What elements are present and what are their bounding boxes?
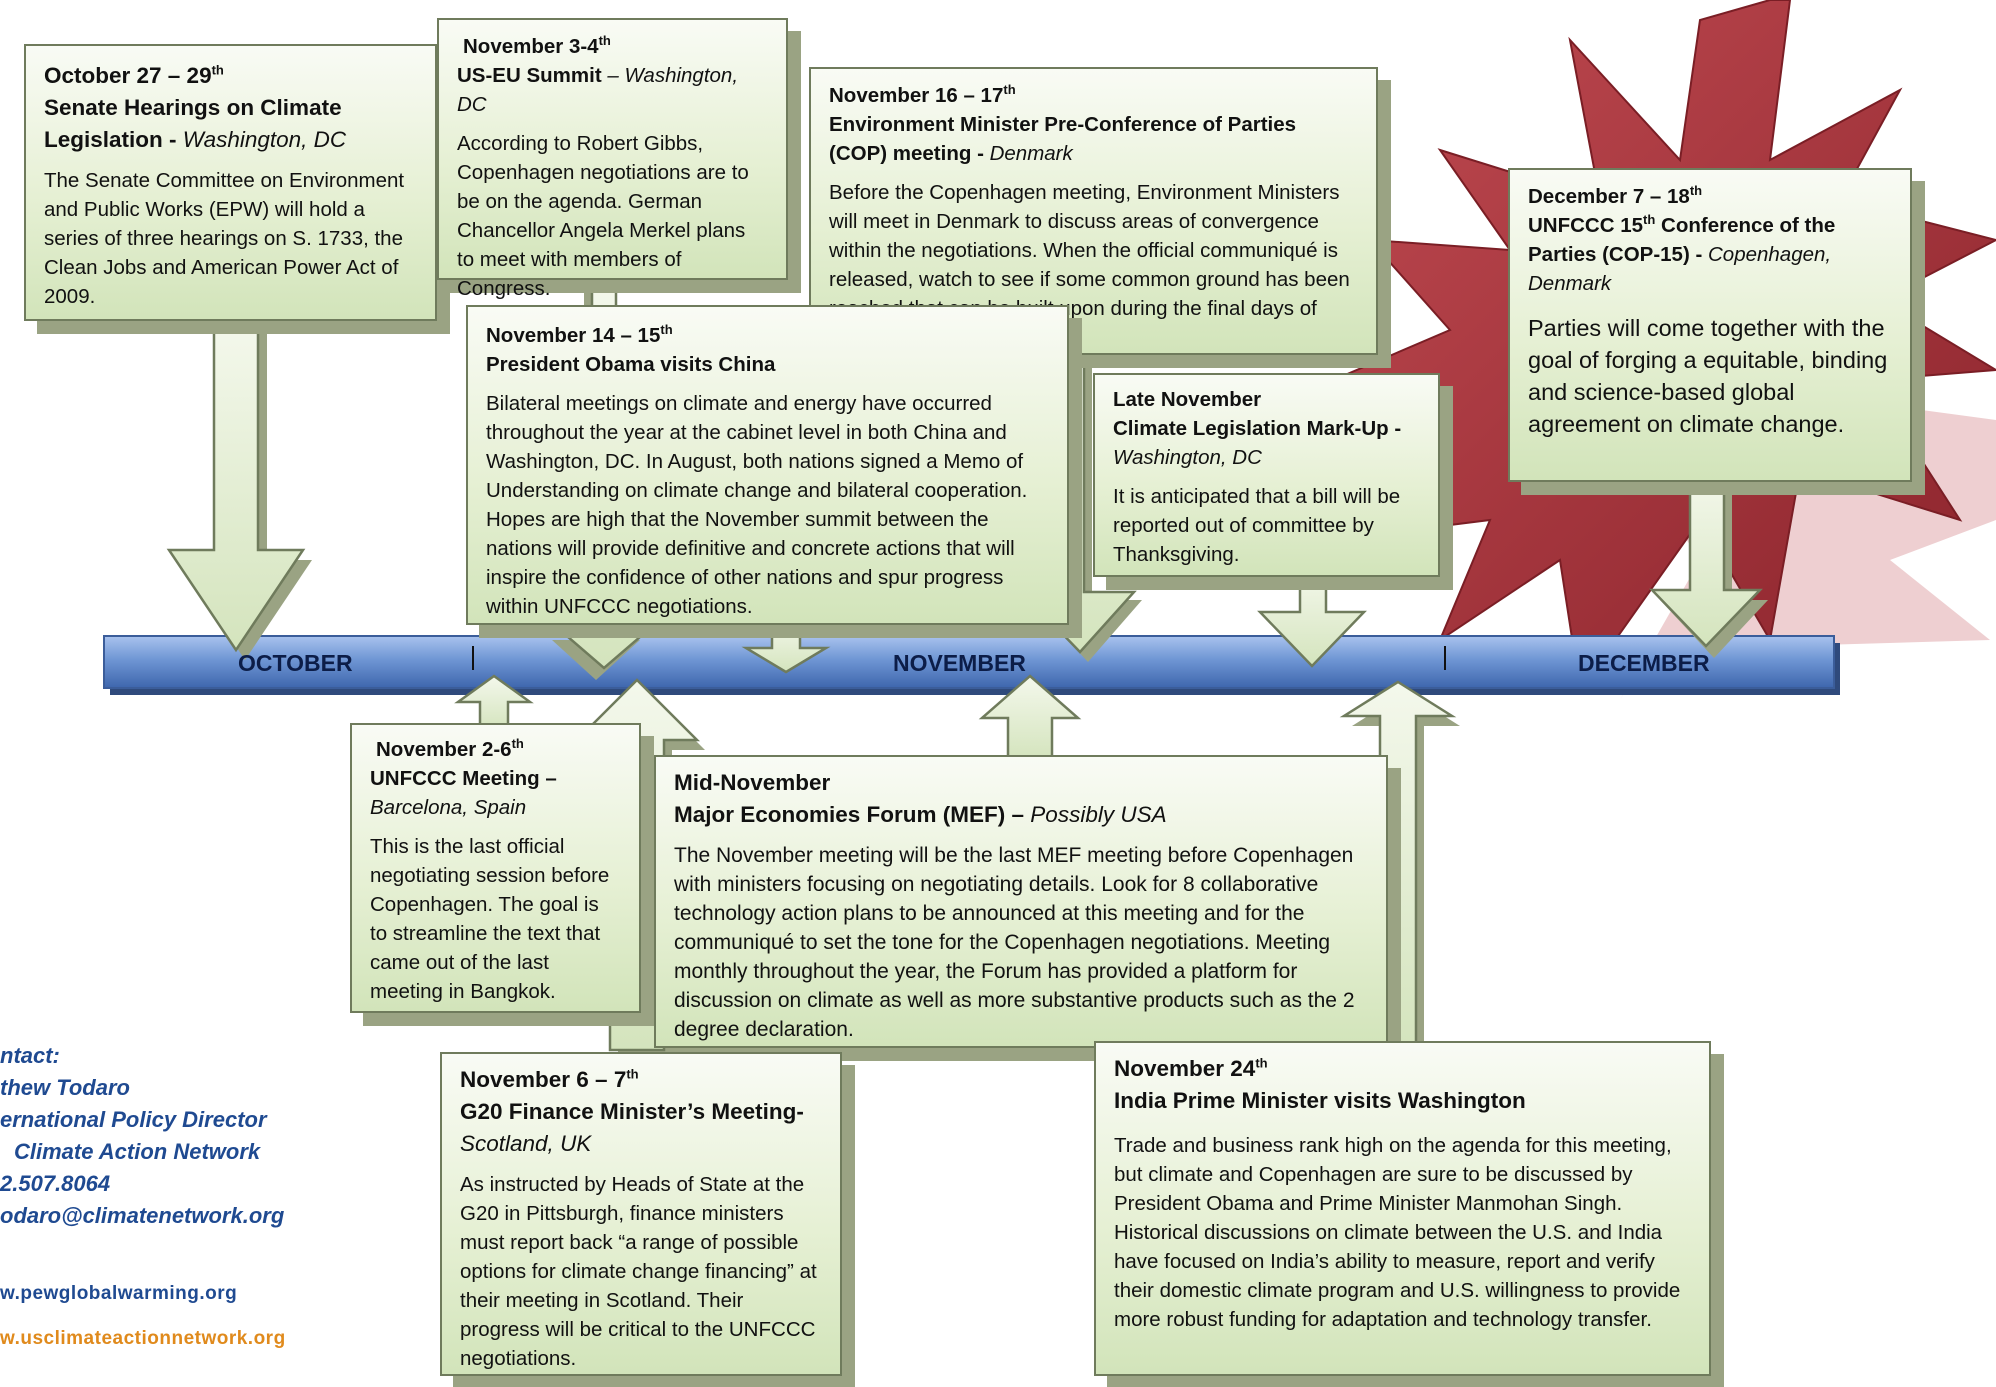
event-date: November 3-4 — [463, 35, 599, 58]
contact-role: ernational Policy Director — [0, 1107, 267, 1132]
arrow-dec7 — [1649, 470, 1768, 658]
event-title: President Obama visits China — [486, 353, 776, 376]
event-card-us-eu-summit: November 3-4th US-EU Summit – Washington… — [437, 18, 788, 300]
event-title: Climate Legislation Mark-Up - — [1113, 417, 1402, 440]
event-description: Parties will come together with the goal… — [1528, 315, 1888, 437]
date-suffix: th — [511, 736, 524, 752]
contact-block: ntact: thew Todaro ernational Policy Dir… — [0, 1040, 284, 1232]
date-suffix: th — [1689, 183, 1703, 199]
event-date: November 14 – 15 — [486, 324, 661, 347]
event-card-india-pm: November 24th India Prime Minister visit… — [1094, 1041, 1711, 1376]
contact-email-link[interactable]: odaro@climatenetwork.org — [0, 1203, 285, 1228]
date-suffix: th — [660, 322, 673, 338]
event-date: Mid-November — [674, 770, 831, 795]
event-description: It is anticipated that a bill will be re… — [1113, 485, 1401, 566]
arrow-late-nov — [1257, 568, 1367, 668]
event-card-mef: Mid-November Major Economies Forum (MEF)… — [654, 755, 1388, 1048]
arrow-oct27 — [166, 321, 312, 660]
website-link-uscan[interactable]: w.usclimateactionnetwork.org — [0, 1328, 286, 1349]
date-suffix: th — [598, 33, 611, 49]
date-suffix: th — [1003, 82, 1016, 98]
contact-phone: 2.507.8064 — [0, 1171, 111, 1196]
event-title: India Prime Minister visits Washington — [1114, 1088, 1526, 1113]
event-location: – Washington, DC — [457, 64, 739, 116]
event-date: November 16 – 17 — [829, 84, 1004, 107]
month-december: DECEMBER — [1578, 650, 1710, 676]
event-date: November 24 — [1114, 1056, 1256, 1081]
event-location: Denmark — [989, 142, 1073, 165]
event-date: December 7 – 18 — [1528, 185, 1690, 208]
title-suffix: th — [1643, 212, 1656, 228]
event-location: Scotland, UK — [460, 1131, 592, 1156]
website-link-pew[interactable]: w.pewglobalwarming.org — [0, 1283, 238, 1304]
event-card-mark-up: Late November Climate Legislation Mark-U… — [1093, 373, 1440, 577]
event-location: Barcelona, Spain — [370, 796, 527, 819]
event-description: This is the last official negotiating se… — [370, 835, 610, 1003]
event-description: The Senate Committee on Environment and … — [44, 169, 405, 308]
event-location: Copenhagen, Denmark — [1528, 243, 1832, 295]
date-suffix: th — [211, 62, 224, 78]
event-date: October 27 – 29 — [44, 63, 212, 88]
event-location: Washington, DC — [182, 127, 347, 152]
event-description: Trade and business rank high on the agen… — [1114, 1134, 1681, 1331]
event-description: The November meeting will be the last ME… — [674, 844, 1355, 1041]
contact-org: Climate Action Network — [14, 1139, 261, 1164]
event-card-senate-hearings: October 27 – 29th Senate Hearings on Cli… — [24, 44, 437, 321]
date-suffix: th — [1255, 1055, 1268, 1071]
event-card-obama-china: November 14 – 15th President Obama visit… — [466, 305, 1069, 625]
event-title-prefix: UNFCCC 15 — [1528, 214, 1644, 237]
event-title: Environment Minister Pre-Conference of P… — [829, 113, 1297, 165]
timeline-bar — [103, 635, 1840, 695]
contact-label: ntact: — [0, 1043, 60, 1068]
event-title: UNFCCC Meeting – — [370, 767, 557, 790]
event-location: Washington, DC — [1113, 446, 1262, 469]
event-title: Conference of the Parties (COP-15) - — [1528, 214, 1836, 266]
event-description: As instructed by Heads of State at the G… — [460, 1173, 817, 1370]
event-location: Possibly USA — [1030, 802, 1167, 827]
event-title: Major Economies Forum (MEF) – — [674, 802, 1031, 827]
event-card-barcelona: November 2-6th UNFCCC Meeting – Barcelon… — [350, 723, 641, 1013]
event-description: According to Robert Gibbs, Copenhagen ne… — [457, 132, 749, 300]
event-date: Late November — [1113, 388, 1262, 411]
month-october: OCTOBER — [238, 650, 353, 676]
event-card-g20: November 6 – 7th G20 Finance Minister’s … — [440, 1052, 842, 1376]
month-november: NOVEMBER — [893, 650, 1026, 676]
event-description: Bilateral meetings on climate and energy… — [486, 392, 1028, 618]
event-card-cop15: December 7 – 18th UNFCCC 15th Conference… — [1508, 168, 1912, 482]
event-title: Senate Hearings on Climate Legislation - — [44, 95, 342, 152]
event-date: November 2-6 — [376, 738, 512, 761]
event-title: G20 Finance Minister’s Meeting- — [460, 1099, 804, 1124]
date-suffix: th — [626, 1066, 639, 1082]
event-title: US-EU Summit — [457, 64, 602, 87]
event-date: November 6 – 7 — [460, 1067, 627, 1092]
contact-name: thew Todaro — [0, 1075, 130, 1100]
